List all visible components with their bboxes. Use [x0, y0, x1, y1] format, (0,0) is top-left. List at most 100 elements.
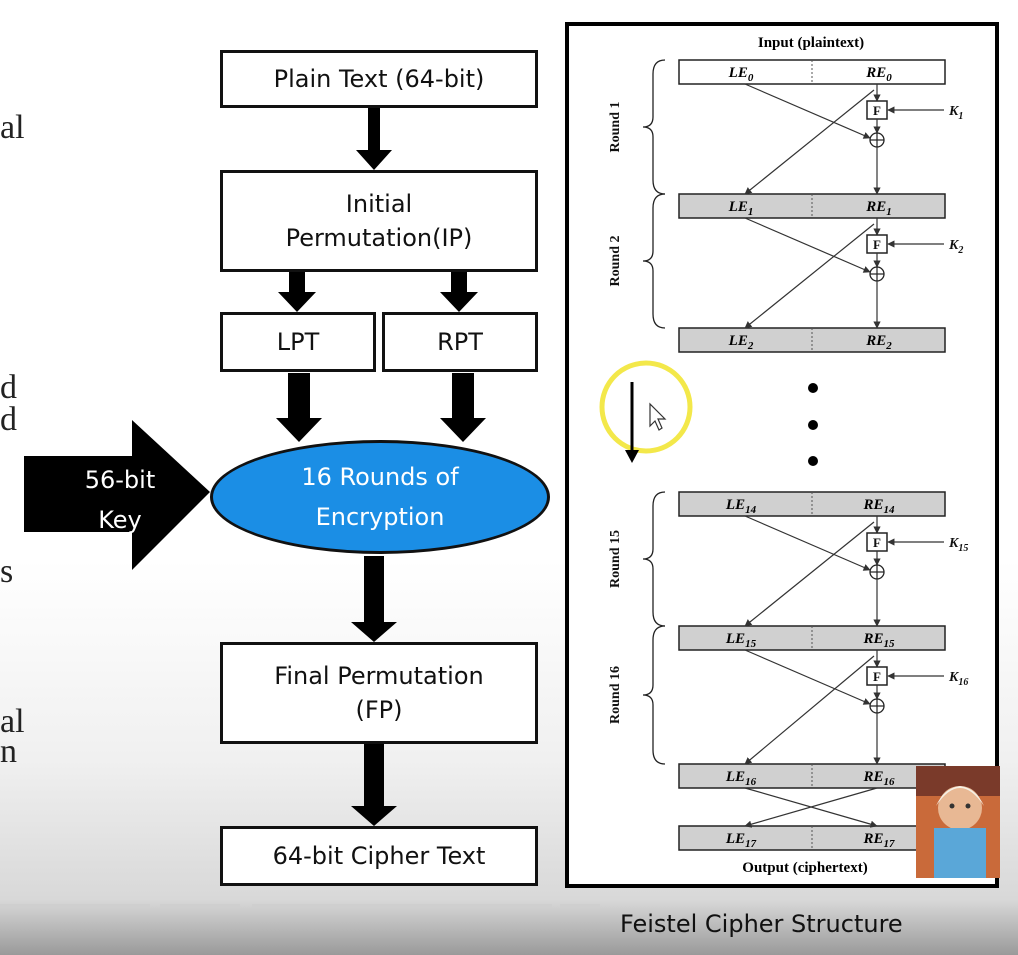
cutoff-text-5: al	[0, 703, 25, 740]
subkey-subscript: 15	[958, 543, 968, 554]
ellipsis-dot	[808, 420, 818, 430]
round-label: Round 16	[608, 666, 623, 724]
input-label: Input (plaintext)	[758, 35, 864, 51]
le-subscript: 16	[745, 776, 757, 788]
arrow-fp-to-cipher	[351, 744, 397, 826]
subkey-label: K2	[948, 238, 963, 256]
subkey-subscript: 16	[958, 677, 968, 688]
le-label: LE1	[728, 199, 754, 218]
round-wiring: F K16	[744, 649, 968, 765]
cutoff-text-3: d	[0, 401, 17, 438]
round-brace	[642, 193, 666, 329]
rounds-label-line1: 16 Rounds of	[301, 463, 459, 491]
cutoff-text-6: n	[0, 733, 17, 770]
subkey-label: K16	[948, 670, 968, 688]
presenter-avatar	[916, 766, 1000, 878]
le-subscript: 14	[745, 504, 757, 516]
rpt-label: RPT	[437, 328, 483, 356]
key-label-line1: 56-bit	[84, 466, 156, 494]
arrow-rounds-to-fp	[351, 556, 397, 642]
le-label: LE2	[728, 333, 754, 352]
arrow-lpt-to-rounds	[276, 373, 322, 442]
round-label: Round 15	[608, 530, 623, 588]
video-progress-hint	[0, 900, 1018, 910]
round-wiring: F K2	[744, 217, 963, 329]
round-label: Round 1	[608, 102, 623, 153]
round-brace	[642, 491, 666, 627]
cursor-highlight	[599, 360, 693, 454]
arrow-plain-to-ip	[356, 108, 392, 170]
re-label: RE1	[865, 199, 892, 218]
round-label: Round 2	[608, 236, 623, 287]
le-subscript: 17	[745, 838, 757, 850]
rounds-ellipse: 16 Rounds of Encryption	[210, 440, 550, 554]
final-permutation-box: Final Permutation (FP)	[220, 642, 538, 744]
le-subscript: 2	[747, 340, 754, 352]
cursor-down-arrowhead	[625, 450, 639, 463]
output-label: Output (ciphertext)	[742, 860, 867, 876]
rounds-label-line2: Encryption	[315, 503, 445, 531]
final-swap-wiring	[744, 787, 878, 828]
feistel-diagram: Input (plaintext) Output (ciphertext) LE…	[599, 35, 968, 876]
re-label: RE2	[865, 333, 892, 352]
subkey-subscript: 2	[957, 245, 963, 256]
block-row: LE0 RE0	[678, 59, 946, 85]
subkey-label: K15	[948, 536, 968, 554]
fp-label-line2: (FP)	[355, 696, 403, 724]
lpt-box: LPT	[220, 312, 376, 372]
arrow-ip-to-rpt	[440, 271, 478, 312]
f-function-label: F	[873, 237, 881, 252]
ellipsis-dot	[808, 383, 818, 393]
block-row: LE1 RE1	[678, 193, 946, 219]
cutoff-text-4: s	[0, 553, 14, 590]
round-wiring: F K15	[744, 515, 968, 627]
le-subscript: 1	[748, 206, 754, 218]
plain-text-label: Plain Text (64-bit)	[273, 65, 485, 93]
re-subscript: 16	[884, 776, 896, 788]
arrow-ip-to-lpt	[278, 271, 316, 312]
ellipsis-dot	[808, 456, 818, 466]
key-arrow	[24, 420, 210, 570]
fp-label-line1: Final Permutation	[274, 662, 484, 690]
re-label: RE0	[865, 65, 892, 84]
f-function-label: F	[873, 669, 881, 684]
plain-text-box: Plain Text (64-bit)	[220, 50, 538, 108]
cipher-text-label: 64-bit Cipher Text	[272, 842, 486, 870]
le-subscript: 0	[748, 72, 754, 84]
rpt-box: RPT	[382, 312, 538, 372]
cutoff-text-1: al	[0, 109, 25, 146]
mouse-pointer-icon	[649, 402, 667, 431]
round-brace	[642, 59, 666, 195]
key-label: 56-bit Key	[50, 460, 190, 540]
avatar-image	[916, 766, 1000, 878]
re-subscript: 15	[884, 638, 896, 650]
le-label: LE0	[728, 65, 754, 84]
f-function-label: F	[873, 103, 881, 118]
feistel-structure-panel: Input (plaintext) Output (ciphertext) LE…	[565, 22, 999, 888]
lpt-label: LPT	[276, 328, 320, 356]
re-subscript: 2	[885, 340, 892, 352]
figure-caption: Feistel Cipher Structure	[620, 910, 903, 938]
re-subscript: 14	[884, 504, 896, 516]
arrow-rpt-to-rounds	[440, 373, 486, 442]
re-subscript: 0	[886, 72, 892, 84]
cipher-text-box: 64-bit Cipher Text	[220, 826, 538, 886]
cutoff-text-2: d	[0, 369, 17, 406]
ip-label-line1: Initial	[345, 190, 413, 218]
re-subscript: 1	[886, 206, 892, 218]
re-subscript: 17	[884, 838, 896, 850]
subkey-label: K1	[948, 104, 963, 122]
le-subscript: 15	[745, 638, 757, 650]
key-label-line2: Key	[98, 506, 142, 534]
ip-label-line2: Permutation(IP)	[285, 224, 473, 252]
round-brace	[642, 625, 666, 765]
f-function-label: F	[873, 535, 881, 550]
initial-permutation-box: Initial Permutation(IP)	[220, 170, 538, 272]
subkey-subscript: 1	[958, 111, 963, 122]
round-wiring: F K1	[744, 83, 963, 195]
